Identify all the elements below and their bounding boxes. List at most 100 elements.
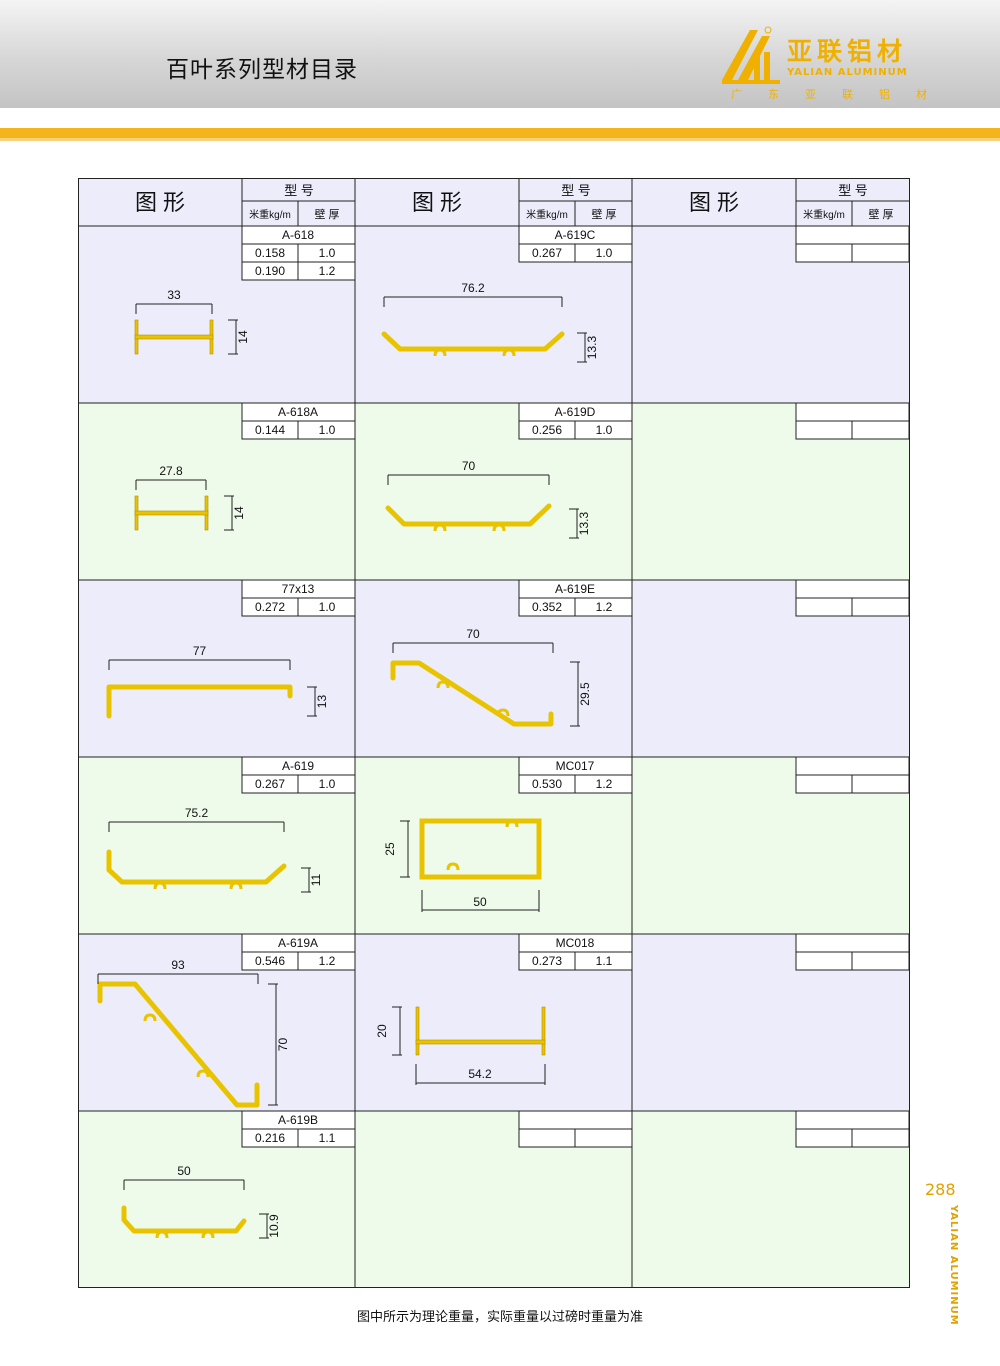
header-row-background [78,178,910,226]
profile-a619d-hook [433,523,447,532]
profile-a619d-hook [492,523,506,532]
side-brand-text: YALIAN ALUMINUM [948,1205,959,1326]
thickness-value: 1.1 [596,954,613,968]
brand-subtitle: 广东亚联铝材 [731,88,953,101]
model-code: A-618A [278,405,318,419]
profile-a619a-hook [196,1069,210,1078]
row-background [78,757,910,934]
header-thickness: 壁 厚 [868,207,893,221]
dim-label: 70 [466,627,480,641]
row-background [78,1111,910,1288]
header-weight: 米重kg/m [526,208,568,221]
dim-label: 13.3 [577,511,591,535]
accent-bar [0,128,1000,138]
profile-a619-hook [229,881,243,890]
weight-value: 0.267 [255,777,285,791]
dim-label: 14 [232,506,246,520]
profile-mc017 [419,818,542,880]
thickness-value: 1.0 [596,246,613,260]
profile-a619e-hook [496,708,510,717]
header-model: 型 号 [284,183,314,198]
row-background [78,403,910,580]
weight-value: 0.546 [255,954,285,968]
dim-label: 13 [315,695,329,709]
brand-name-cn: 亚联铝材 [787,37,908,66]
profile-a619c-hook [433,348,447,357]
weight-value: 0.352 [532,600,562,614]
page-title: 百叶系列型材目录 [166,57,358,83]
weight-value: 0.216 [255,1131,285,1145]
row-background [78,934,910,1111]
profile-a619-hook [153,881,167,890]
profile-a619d [385,503,552,527]
profile-a619c-hook [502,348,516,357]
profile-a619a [97,981,260,1108]
model-code: A-619D [555,405,596,419]
header-figure: 图 形 [135,190,185,215]
model-code: A-619B [278,1113,318,1127]
profile-mc017-hook [505,819,519,828]
thickness-value: 1.1 [319,1131,336,1145]
weight-value: 0.530 [532,777,562,791]
dim-label: 54.2 [468,1067,492,1081]
profile-77x13 [106,684,293,719]
brand-logo-icon [722,26,780,84]
thickness-value: 1.0 [319,423,336,437]
thickness-value: 1.2 [596,600,613,614]
profile-mc018 [415,1039,546,1045]
profile-mc018 [415,1006,420,1056]
weight-value: 0.144 [255,423,285,437]
profile-a618a [134,510,209,516]
profile-a619e [390,660,554,727]
weight-value: 0.158 [255,246,285,260]
header-thickness: 壁 厚 [591,207,616,221]
header-figure: 图 形 [412,190,462,215]
dim-label: 50 [177,1164,191,1178]
dim-label: 50 [473,895,487,909]
model-code: A-619C [555,228,596,242]
header-weight: 米重kg/m [803,208,845,221]
header-band [0,0,1000,108]
thickness-value: 1.2 [319,264,336,278]
profile-mc017-hook [446,862,460,871]
page-number: 288 [925,1180,956,1199]
header-model: 型 号 [838,183,868,198]
dim-label: 14 [236,330,250,344]
dim-label: 70 [462,459,476,473]
dim-label: 13.3 [585,335,599,359]
row-background [78,580,910,757]
row-background [78,226,910,403]
thickness-value: 1.0 [319,777,336,791]
model-code: 77x13 [282,582,315,596]
weight-value: 0.256 [532,423,562,437]
model-code: A-619E [555,582,595,596]
thickness-value: 1.0 [596,423,613,437]
dim-label: 29.5 [578,682,592,706]
profile-a619a-hook [143,1013,157,1022]
dim-label: 33 [167,288,181,302]
thickness-value: 1.0 [319,600,336,614]
dim-label: 93 [171,958,185,972]
profile-a619 [106,849,287,885]
profile-a619c [381,331,565,352]
model-code: MC017 [556,759,595,773]
profile-a619e-hook [436,680,450,689]
header-weight: 米重kg/m [249,208,291,221]
header-model: 型 号 [561,183,591,198]
model-code: A-619A [278,936,318,950]
weight-value: 0.190 [255,264,285,278]
dim-label: 70 [276,1038,290,1052]
profile-a618 [134,334,214,340]
footer-note: 图中所示为理论重量，实际重量以过磅时重量为准 [356,1310,643,1325]
weight-value: 0.272 [255,600,285,614]
dim-label: 25 [383,842,397,856]
dim-label: 11 [309,873,323,886]
dim-label: 20 [375,1024,389,1038]
dim-label: 75.2 [185,806,209,820]
accent-bar-thin [0,138,1000,141]
model-code: MC018 [556,936,595,950]
header-figure: 图 形 [689,190,739,215]
dim-label: 76.2 [461,281,485,295]
profile-a619b [121,1205,247,1234]
